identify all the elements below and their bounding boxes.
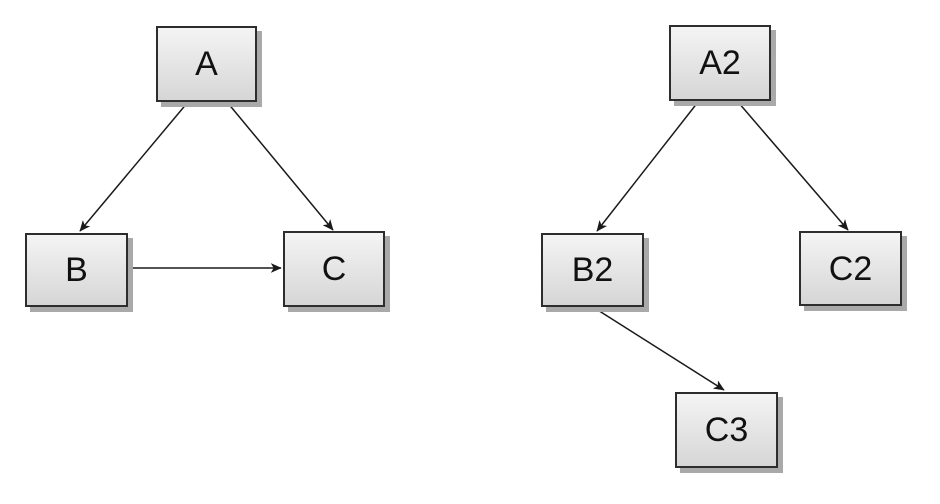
node-A: A [156,26,257,102]
node-B: B [25,233,128,307]
node-A2-label: A2 [699,44,741,82]
node-B2-label: B2 [571,251,614,289]
node-C: C [283,231,385,307]
node-C2: C2 [799,231,902,306]
edge-A2-to-B2 [596,101,699,231]
node-B-label: B [65,251,88,289]
node-C2-label: C2 [828,249,873,288]
edge-A-to-C [226,101,334,230]
edge-B2-to-C3 [592,306,724,391]
edge-A-to-B [79,101,189,231]
node-C3-label: C3 [704,411,749,449]
edge-A2-to-C2 [737,101,849,230]
node-C-label: C [321,250,347,288]
node-A2: A2 [669,25,771,101]
node-C3: C3 [675,392,778,468]
node-A-label: A [195,45,218,83]
node-B2: B2 [541,233,644,307]
